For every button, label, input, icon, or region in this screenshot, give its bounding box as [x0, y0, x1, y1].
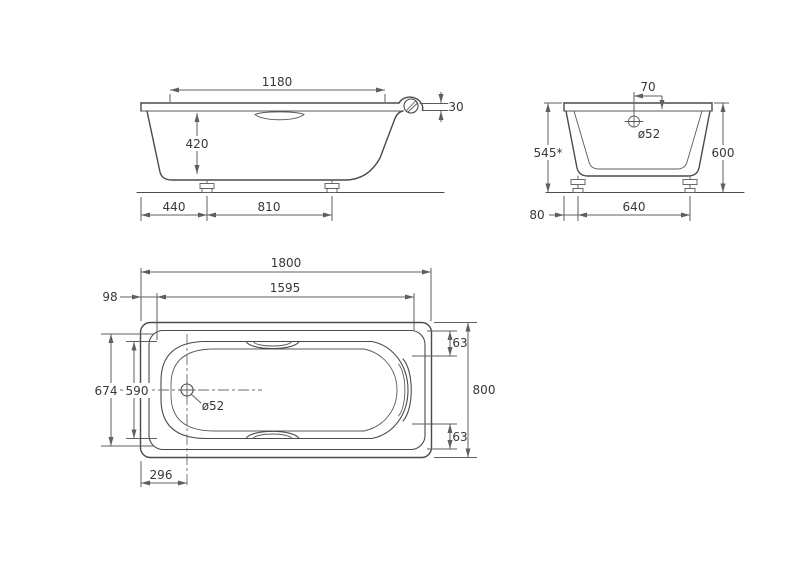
dim-label-1595: 1595 — [270, 281, 301, 295]
dim-label-640: 640 — [623, 200, 646, 214]
dim-label-63-bottom: 63 — [452, 430, 467, 444]
dim-side-rim-drop: 30 — [419, 92, 464, 122]
drain-symbol-icon — [178, 381, 196, 399]
headrest-grip — [402, 358, 412, 422]
headrest-grip-inner — [398, 363, 406, 417]
dim-label-63-top: 63 — [452, 336, 467, 350]
dim-plan-total-length: 1800 — [140, 256, 432, 321]
grip-handle-profile — [254, 111, 305, 121]
adjustable-foot — [682, 175, 698, 193]
dim-plan-drain-offset: 296 — [140, 461, 187, 487]
dim-label-296: 296 — [150, 468, 173, 482]
dim-side-top-length: 1180 — [169, 75, 386, 102]
dim-end-height-total: 600 — [705, 102, 741, 193]
dim-label-590: 590 — [126, 384, 149, 398]
dim-end-height-to-rim: 545* — [528, 102, 568, 193]
hatch-line — [406, 100, 416, 111]
adjustable-foot — [324, 179, 340, 193]
dim-label-674: 674 — [95, 384, 118, 398]
adjustable-foot — [199, 179, 215, 193]
grip-handle-bottom — [245, 430, 300, 440]
dim-end-overflow-offset: 70 — [633, 80, 665, 114]
dim-label-70: 70 — [640, 80, 655, 94]
dim-end-edge-to-foot: 80 — [529, 196, 578, 222]
grip-handle-top-inner — [252, 341, 293, 347]
dim-side-end-to-foot: 440 — [140, 196, 208, 221]
dim-label-1180: 1180 — [262, 75, 293, 89]
dim-side-depth: 420 — [182, 113, 212, 174]
dim-label-o52-plan: ø52 — [202, 399, 225, 413]
dim-label-80: 80 — [529, 208, 544, 222]
overflow-symbol-icon — [624, 112, 644, 131]
adjustable-foot — [570, 175, 586, 193]
dim-plan-total-width: 800 — [434, 322, 496, 458]
dim-label-o52-end: ø52 — [638, 127, 661, 141]
dim-label-440: 440 — [163, 200, 186, 214]
end-view: 70 ø52 545* 600 80 640 — [528, 80, 745, 222]
dim-plan-gap-bottom: 63 — [412, 423, 468, 450]
dim-side-foot-spacing: 810 — [207, 196, 333, 221]
dim-plan-inner-length: 1595 — [156, 281, 415, 340]
hatch-line — [407, 103, 418, 113]
dim-plan-gap-top: 63 — [412, 330, 468, 357]
dim-label-600: 600 — [712, 146, 735, 160]
dim-plan-width-inner: 674 — [92, 333, 154, 447]
dim-label-810: 810 — [258, 200, 281, 214]
dim-label-800: 800 — [473, 383, 496, 397]
grip-handle-bottom-inner — [252, 433, 293, 439]
dim-label-545: 545* — [534, 146, 563, 160]
side-view: 1180 420 30 440 810 — [136, 75, 464, 221]
grip-handle-top — [245, 340, 300, 350]
dim-label-1800: 1800 — [271, 256, 302, 270]
dim-plan-rim-inset: 98 — [102, 290, 157, 304]
bathtub-side-profile — [140, 96, 424, 181]
plan-view: ø52 1800 1595 98 674 — [92, 256, 495, 488]
dim-label-98: 98 — [102, 290, 117, 304]
label-overflow-diameter: ø52 — [632, 127, 666, 141]
leader-line — [191, 394, 202, 404]
dim-label-30: 30 — [448, 100, 463, 114]
dim-end-foot-spacing: 640 — [577, 196, 691, 221]
bathtub-end-profile — [563, 102, 713, 177]
dim-label-420: 420 — [186, 137, 209, 151]
dim-plan-width-basin: 590 — [123, 341, 157, 439]
